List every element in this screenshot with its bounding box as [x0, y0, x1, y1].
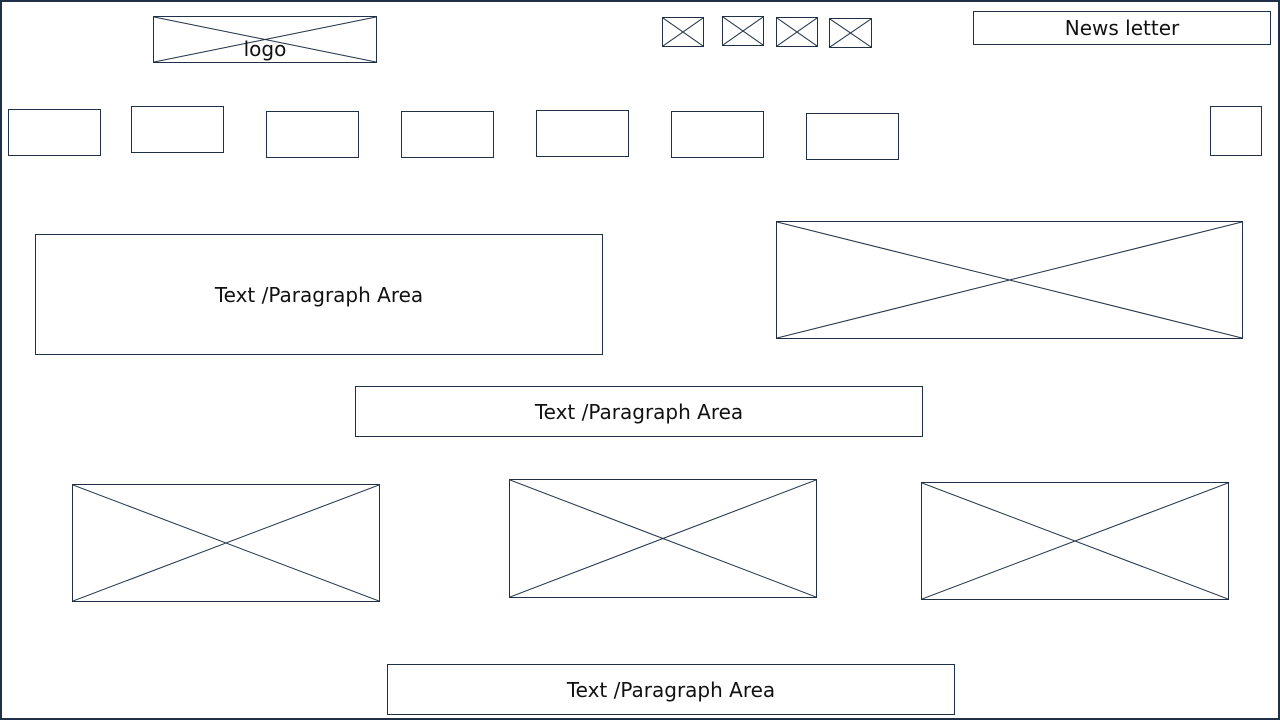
image-placeholder-icon — [73, 485, 379, 601]
logo-label: logo — [243, 37, 287, 61]
middle-text-area: Text /Paragraph Area — [355, 386, 923, 437]
nav-item-4[interactable] — [401, 111, 494, 158]
nav-item-1[interactable] — [8, 109, 101, 156]
footer-text-label: Text /Paragraph Area — [566, 677, 776, 702]
image-placeholder-icon — [777, 18, 817, 46]
nav-item-3[interactable] — [266, 111, 359, 158]
newsletter-button[interactable]: News letter — [973, 11, 1271, 45]
intro-text-area: Text /Paragraph Area — [35, 234, 603, 355]
nav-item-5[interactable] — [536, 110, 629, 157]
footer-text-area: Text /Paragraph Area — [387, 664, 955, 715]
image-placeholder-icon — [922, 483, 1228, 599]
header-icon-4[interactable] — [829, 18, 872, 48]
gallery-image-2 — [509, 479, 817, 598]
middle-text-label: Text /Paragraph Area — [534, 399, 744, 424]
image-placeholder-icon — [830, 19, 871, 47]
nav-menu-button[interactable] — [1210, 106, 1262, 156]
intro-text-label: Text /Paragraph Area — [214, 282, 424, 307]
header-icon-2[interactable] — [722, 16, 764, 46]
logo-placeholder[interactable]: logo — [153, 16, 377, 63]
newsletter-label: News letter — [1064, 16, 1180, 40]
gallery-image-3 — [921, 482, 1229, 600]
gallery-image-1 — [72, 484, 380, 602]
header-icon-3[interactable] — [776, 17, 818, 47]
nav-item-7[interactable] — [806, 113, 899, 160]
logo-cross-icon — [154, 17, 376, 62]
hero-image-placeholder — [776, 221, 1243, 339]
image-placeholder-icon — [663, 18, 703, 46]
nav-item-6[interactable] — [671, 111, 764, 158]
header-icon-1[interactable] — [662, 17, 704, 47]
image-placeholder-icon — [510, 480, 816, 597]
image-placeholder-icon — [777, 222, 1242, 338]
image-placeholder-icon — [723, 17, 763, 45]
nav-item-2[interactable] — [131, 106, 224, 153]
